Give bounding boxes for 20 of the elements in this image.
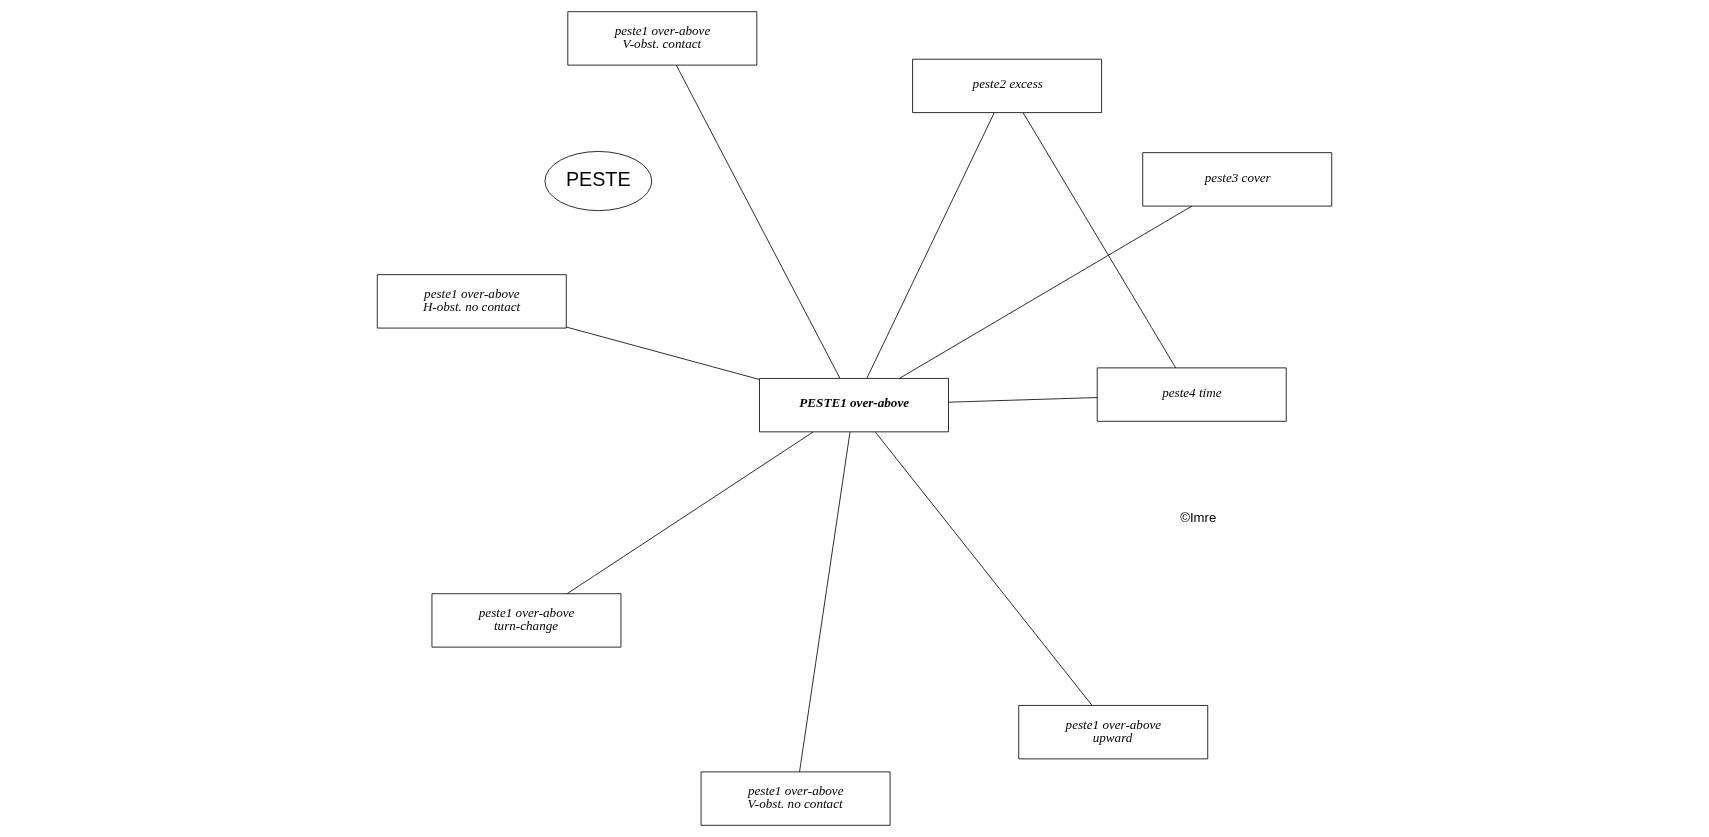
node-box: peste3 cover [1142,152,1333,207]
node-box: peste1 over-above V-obst. no contact [700,771,891,826]
node-box: peste1 over-above V-obst. contact [567,11,758,66]
connector [948,397,1098,403]
connector [866,112,995,379]
connector [899,205,1193,379]
connector [874,431,1093,706]
node-box: peste2 excess [912,58,1102,114]
connector [566,431,814,594]
connector [566,326,760,380]
label: ©Imre [1180,510,1217,526]
node-box: peste1 over-above upward [1018,705,1209,760]
node-box: PESTE1 over-above [759,378,949,433]
connector [1022,112,1177,369]
node-box: peste4 time [1096,367,1287,422]
node-box: peste1 over-above H-obst. no contact [376,274,567,329]
connector [799,431,851,773]
node-ellipse: PESTE [544,151,653,212]
node-box: peste1 over-above turn-change [431,593,622,648]
connector [675,64,841,379]
